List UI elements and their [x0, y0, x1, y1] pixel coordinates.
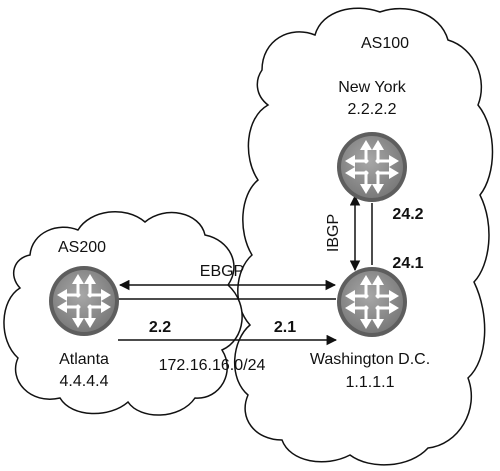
as200-cloud: [3, 210, 243, 416]
dc-interface-atlanta-label: 2.1: [274, 319, 296, 336]
ny-interface-label: 24.2: [392, 206, 423, 223]
atlanta-name: Atlanta: [59, 351, 109, 368]
subnet-label: 172.16.16.0/24: [159, 357, 266, 374]
dc-interface-ny-label: 24.1: [392, 255, 423, 272]
new-york-ip: 2.2.2.2: [348, 101, 397, 118]
router-new-york-icon: [335, 130, 409, 204]
ibgp-label: IBGP: [325, 214, 342, 252]
washington-ip: 1.1.1.1: [346, 374, 395, 391]
atlanta-ip: 4.4.4.4: [60, 373, 109, 390]
ebgp-label: EBGP: [200, 263, 244, 280]
as100-label: AS100: [361, 35, 409, 52]
new-york-name: New York: [338, 79, 407, 96]
atlanta-interface-label: 2.2: [149, 319, 171, 336]
router-atlanta-icon: [47, 264, 121, 338]
as100-cloud: [234, 7, 494, 466]
router-washington-icon: [335, 265, 409, 339]
as200-label: AS200: [58, 239, 106, 256]
washington-name: Washington D.C.: [310, 351, 430, 368]
